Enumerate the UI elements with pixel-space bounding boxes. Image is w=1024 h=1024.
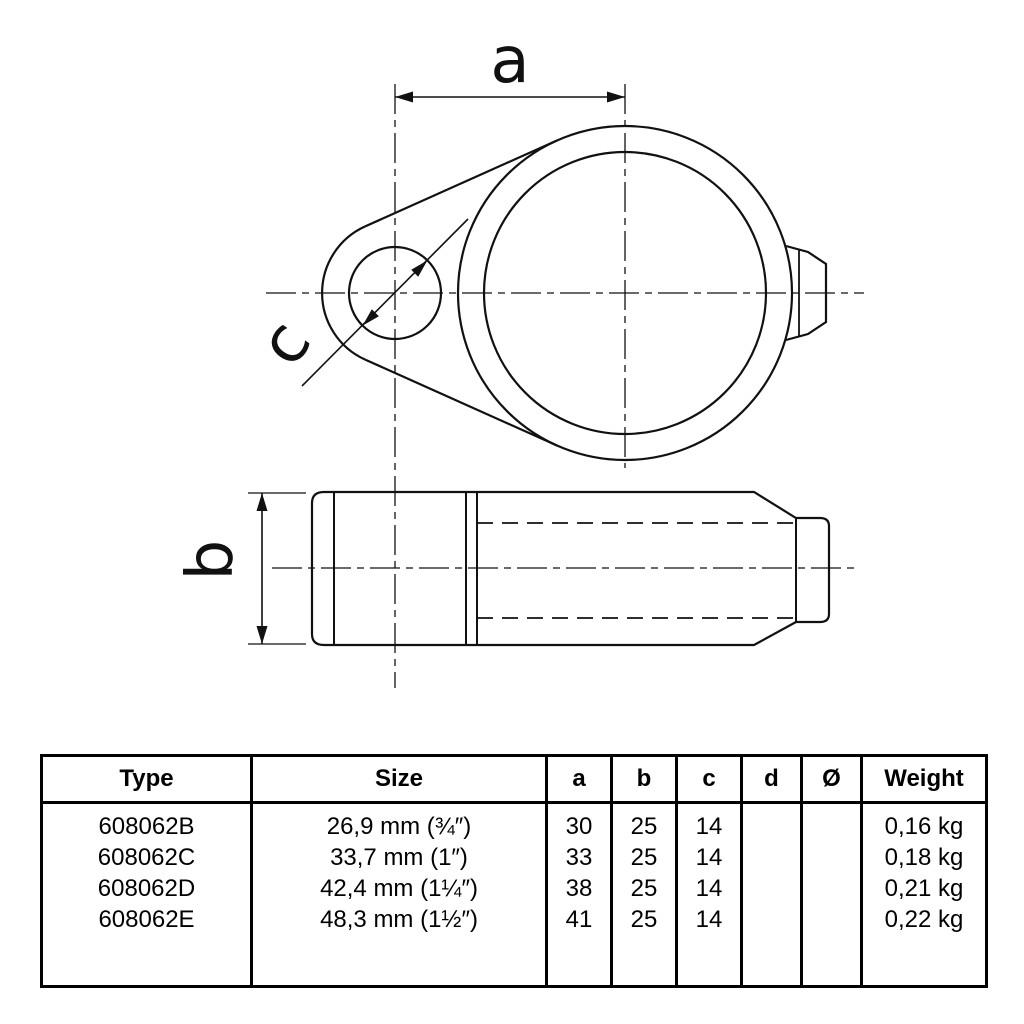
cell-d [740, 873, 803, 904]
cell-weight: 0,22 kg [860, 904, 988, 935]
dimensions-table: Type Size a b c d Ø Weight 608062B 26,9 … [40, 754, 988, 988]
lobe-tangent-top [364, 139, 558, 228]
dimension-c: c [245, 218, 469, 387]
side-view-outline [310, 490, 831, 647]
cell-c: 14 [675, 904, 743, 935]
lobe-tangent-bottom [364, 358, 558, 447]
cell-a: 33 [545, 842, 613, 873]
hidden-bore-lines [477, 522, 796, 619]
cell-size: 33,7 mm (1″) [250, 842, 548, 873]
cell-type: 608062B [40, 802, 253, 842]
table-body: 608062B 26,9 mm (¾″) 30 25 14 0,16 kg 60… [40, 802, 988, 987]
header-b: b [610, 754, 678, 804]
cell-diameter [800, 842, 863, 873]
eyelet-hole [347, 245, 443, 341]
header-d: d [740, 754, 803, 804]
table-row: 608062C 33,7 mm (1″) 33 25 14 0,18 kg [40, 842, 988, 873]
dimension-c-label: c [245, 308, 326, 379]
centerlines [266, 84, 864, 688]
header-weight: Weight [860, 754, 988, 804]
cell-c: 14 [675, 873, 743, 904]
pipe-clamp-drawing: a c [174, 24, 864, 688]
side-view [310, 490, 831, 647]
table-row: 608062D 42,4 mm (1¼″) 38 25 14 0,21 kg [40, 873, 988, 904]
cell-weight: 0,21 kg [860, 873, 988, 904]
table-header: Type Size a b c d Ø Weight [40, 754, 988, 804]
cell-size: 26,9 mm (¾″) [250, 802, 548, 842]
cell-weight: 0,16 kg [860, 802, 988, 842]
dimension-a: a [395, 24, 625, 103]
nut-profile-top-view [785, 244, 828, 342]
cell-c: 14 [675, 802, 743, 842]
cell-b: 25 [610, 842, 678, 873]
arrowhead-upper-icon [411, 260, 428, 277]
header-a: a [545, 754, 613, 804]
cell-weight: 0,18 kg [860, 842, 988, 873]
cell-d [740, 842, 803, 873]
cell-diameter [800, 802, 863, 842]
dimension-b-label: b [174, 540, 248, 581]
dimension-b: b [174, 492, 306, 645]
table-row: 608062E 48,3 mm (1½″) 41 25 14 0,22 kg [40, 904, 988, 935]
cell-a: 38 [545, 873, 613, 904]
top-view [320, 124, 828, 462]
cell-type: 608062C [40, 842, 253, 873]
cell-a: 41 [545, 904, 613, 935]
arrowhead-down-icon [256, 626, 268, 644]
cell-d [740, 904, 803, 935]
cell-d [740, 802, 803, 842]
dimension-a-label: a [490, 24, 529, 98]
arrowhead-right-icon [607, 91, 625, 103]
cell-b: 25 [610, 873, 678, 904]
cell-size: 48,3 mm (1½″) [250, 904, 548, 935]
cell-c: 14 [675, 842, 743, 873]
header-size: Size [250, 754, 548, 804]
ring-inner-circle [482, 150, 768, 436]
cell-diameter [800, 873, 863, 904]
cell-type: 608062E [40, 904, 253, 935]
header-diameter: Ø [800, 754, 863, 804]
arrowhead-left-icon [395, 91, 413, 103]
ring-outer-circle [456, 124, 794, 462]
dimension-c-line [301, 218, 469, 387]
cell-a: 30 [545, 802, 613, 842]
cell-b: 25 [610, 904, 678, 935]
cell-size: 42,4 mm (1¼″) [250, 873, 548, 904]
drawing-area: a c [174, 24, 864, 688]
header-c: c [675, 754, 743, 804]
cell-diameter [800, 904, 863, 935]
cell-b: 25 [610, 802, 678, 842]
eyelet-lobe-arc [320, 225, 366, 361]
table-row: 608062B 26,9 mm (¾″) 30 25 14 0,16 kg [40, 802, 988, 842]
header-type: Type [40, 754, 253, 804]
arrowhead-lower-icon [362, 309, 379, 326]
cell-type: 608062D [40, 873, 253, 904]
table-filler-row [40, 935, 988, 987]
arrowhead-up-icon [256, 493, 268, 511]
